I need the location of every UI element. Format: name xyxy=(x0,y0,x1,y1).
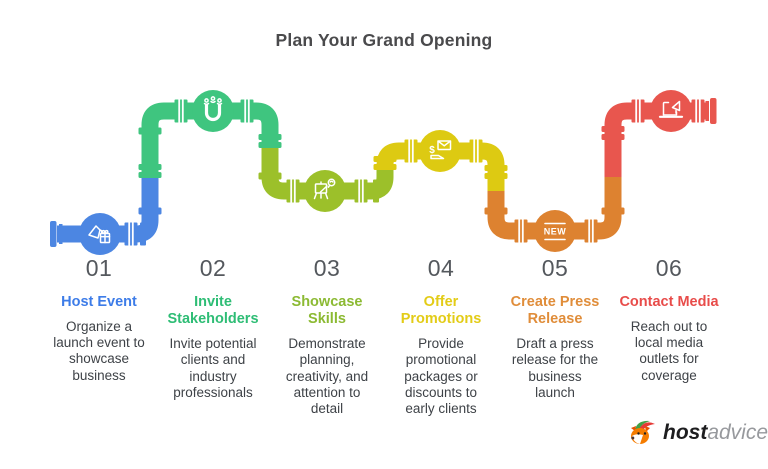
step-number: 01 xyxy=(85,255,113,281)
step-column-4: 04 Offer Promotions Provide promotional … xyxy=(384,254,498,417)
laptop-megaphone-icon xyxy=(658,100,684,118)
step-column-2: 02 Invite Stakeholders Invite potential … xyxy=(156,254,270,417)
fittings-yellow xyxy=(373,139,508,179)
pipe-node-4: $ xyxy=(419,130,461,172)
step-column-5: 05 Create Press Release Draft a press re… xyxy=(498,254,612,417)
pipe-nodes: $ NEW xyxy=(79,90,692,255)
step-title: Showcase Skills xyxy=(291,294,363,328)
step-description: Organize a launch event to showcase busi… xyxy=(53,319,145,383)
step-number: 03 xyxy=(313,255,341,281)
steps-row: 01 Host Event Organize a launch event to… xyxy=(42,254,726,417)
fittings-red xyxy=(601,98,717,140)
step-title: Contact Media xyxy=(619,294,719,310)
step-column-3: 03 Showcase Skills Demonstrate planning,… xyxy=(270,254,384,417)
new-badge-icon: NEW xyxy=(544,222,567,241)
step-description: Reach out to local media outlets for cov… xyxy=(630,319,708,383)
pipe-node-5: NEW xyxy=(534,210,576,252)
page-title: Plan Your Grand Opening xyxy=(275,30,493,50)
step-column-1: 01 Host Event Organize a launch event to… xyxy=(42,254,156,417)
logo-wordmark: hostadvice. xyxy=(663,421,768,445)
step-number: 05 xyxy=(541,255,569,281)
pipe-fittings xyxy=(50,98,717,247)
step-number: 04 xyxy=(427,255,455,281)
pipe-node-1 xyxy=(79,213,121,255)
step-description: Provide promotional packages or discount… xyxy=(404,336,478,416)
easel-brush-icon xyxy=(313,178,336,200)
step-title: Create Press Release xyxy=(510,294,600,328)
new-badge-text: NEW xyxy=(544,227,567,237)
logo-host: host xyxy=(663,421,708,444)
fittings-lime xyxy=(258,172,379,203)
svg-text:$: $ xyxy=(429,145,435,156)
pipe-node-3 xyxy=(304,170,346,212)
step-title: Invite Stakeholders xyxy=(167,294,259,328)
magnet-people-icon xyxy=(203,96,223,122)
step-column-6: 06 Contact Media Reach out to local medi… xyxy=(612,254,726,417)
pipe-node-6 xyxy=(650,90,692,132)
fittings-blue xyxy=(50,207,162,247)
logo-advice: advice. xyxy=(707,421,768,444)
money-mail-icon: $ xyxy=(429,140,452,160)
step-description: Draft a press release for the business l… xyxy=(511,336,599,400)
pipe-segment-6 xyxy=(604,102,707,177)
fittings-orange xyxy=(484,207,625,243)
step-number: 06 xyxy=(655,255,683,281)
step-description: Demonstrate planning, creativity, and at… xyxy=(285,336,369,416)
step-description: Invite potential clients and industry pr… xyxy=(169,336,257,400)
fox-icon xyxy=(631,420,655,444)
step-number: 02 xyxy=(199,255,227,281)
hostadvice-logo: hostadvice. xyxy=(628,417,768,449)
step-title: Offer Promotions xyxy=(400,294,482,328)
megaphone-gift-icon xyxy=(88,225,111,244)
fittings-green xyxy=(138,99,282,178)
step-title: Host Event xyxy=(61,294,137,310)
pipe-node-2 xyxy=(192,90,234,132)
